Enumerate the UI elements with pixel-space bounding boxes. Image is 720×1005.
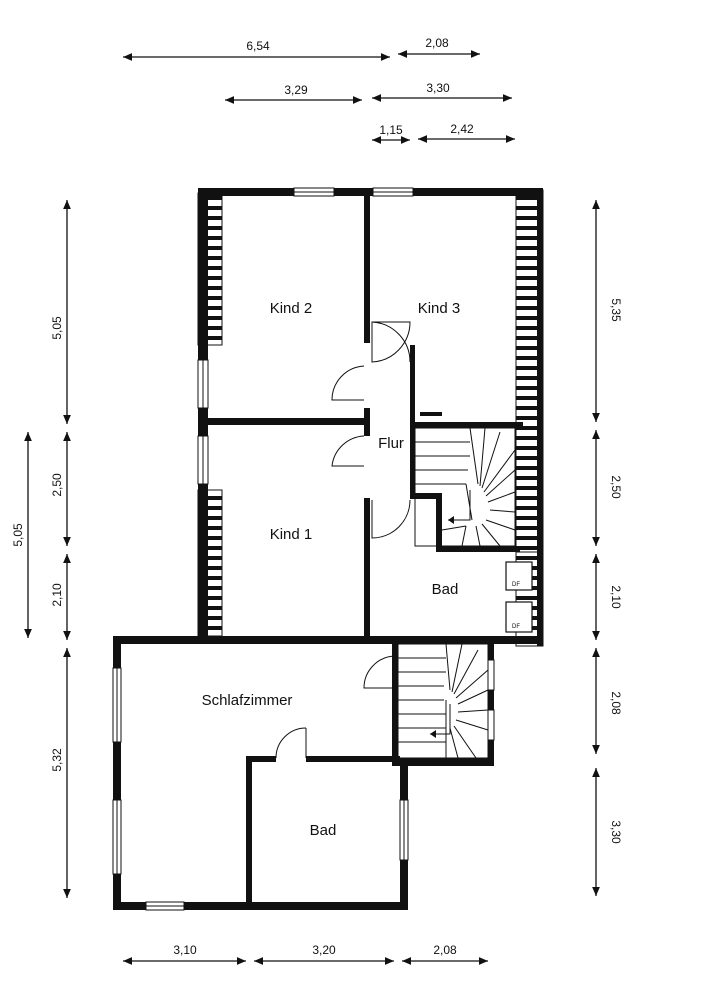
dim-label: 3,10 (173, 943, 197, 957)
dim-label: 3,30 (609, 820, 623, 844)
room-label-flur: Flur (378, 435, 404, 452)
dim-label: 5,35 (609, 298, 623, 322)
dimension-bottom: 3,10 3,20 2,08 (123, 943, 488, 965)
dim-label: 2,08 (609, 691, 623, 715)
dimension-top-row3: 1,15 2,42 (372, 122, 515, 144)
dim-label: 3,29 (284, 83, 308, 97)
room-label-bad-lower: Bad (310, 822, 337, 839)
windows (112, 187, 495, 911)
dim-label: 2,50 (50, 473, 64, 497)
room-label-bad-upper: Bad (432, 581, 459, 598)
dimension-right: 5,35 2,50 2,10 2,08 3,30 (592, 200, 623, 896)
room-label-kind3: Kind 3 (418, 300, 461, 317)
roof-window-label: DF (512, 624, 520, 630)
dimension-top-row2: 3,29 3,30 (225, 81, 512, 104)
dimension-left-outer: 5,05 (11, 432, 32, 638)
walls (113, 188, 543, 910)
roof-window: DF (505, 601, 533, 633)
dim-label: 2,10 (50, 583, 64, 607)
dim-label: 5,05 (50, 316, 64, 340)
dim-label: 2,50 (609, 475, 623, 499)
room-label-schlafzimmer: Schlafzimmer (202, 692, 293, 709)
room-label-kind2: Kind 2 (270, 300, 313, 317)
dim-label: 6,54 (246, 39, 270, 53)
dim-label: 2,08 (433, 943, 457, 957)
dim-label: 2,42 (450, 122, 474, 136)
room-labels: Kind 2 Kind 3 Flur Kind 1 Bad Schlafzimm… (202, 300, 461, 839)
dim-label: 5,32 (50, 748, 64, 772)
lower-staircase (397, 643, 489, 759)
dimension-top-row1: 6,54 2,08 (123, 36, 480, 61)
dim-label: 5,05 (11, 523, 25, 547)
dim-label: 1,15 (379, 123, 403, 137)
dim-label: 3,30 (426, 81, 450, 95)
doors (275, 321, 411, 759)
dimension-left-inner: 5,05 2,50 2,10 5,32 (50, 200, 71, 898)
dim-label: 3,20 (312, 943, 336, 957)
dim-label: 2,10 (609, 585, 623, 609)
upper-staircase (414, 427, 516, 547)
roof-window-label: DF (512, 582, 520, 588)
dim-label: 2,08 (425, 36, 449, 50)
room-label-kind1: Kind 1 (270, 526, 313, 543)
roof-window: DF (505, 561, 533, 591)
